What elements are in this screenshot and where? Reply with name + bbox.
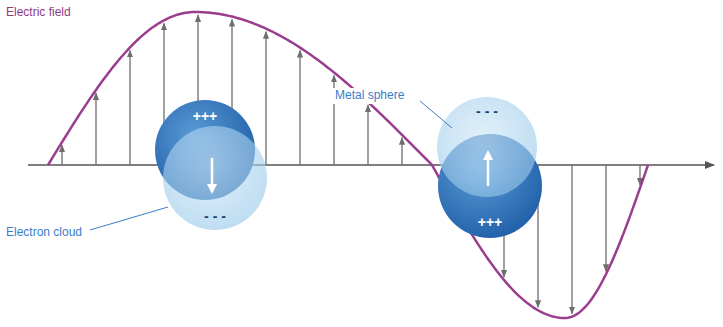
part-label: Metal sphere: [332, 88, 407, 104]
field-arrow: [571, 165, 572, 314]
part-label: Electron cloud: [6, 226, 82, 240]
field-arrow: [129, 50, 130, 165]
field-arrow: [95, 93, 96, 165]
charge-sign: +++: [193, 108, 218, 124]
axis-line: [28, 164, 714, 166]
charge-sign: +++: [478, 214, 503, 230]
field-arrow: [639, 165, 640, 185]
electron-cloud: [437, 97, 537, 197]
field-arrow: [605, 165, 606, 271]
field-arrow: [299, 51, 300, 165]
electric-field-curve: [48, 12, 648, 318]
charge-sign: - - -: [476, 103, 498, 119]
charge-sign: - - -: [204, 208, 226, 224]
field-arrow: [265, 32, 266, 165]
field-arrow: [401, 138, 402, 165]
displacement-arrow: [487, 152, 490, 186]
leader-line: [420, 101, 452, 128]
field-arrow: [61, 145, 62, 165]
electron-cloud: [163, 126, 267, 230]
field-arrow: [367, 105, 368, 165]
field-arrows: [62, 15, 640, 314]
displacement-arrow: [211, 158, 214, 192]
leader-line: [90, 207, 168, 230]
field-label: Electric field: [6, 6, 71, 20]
